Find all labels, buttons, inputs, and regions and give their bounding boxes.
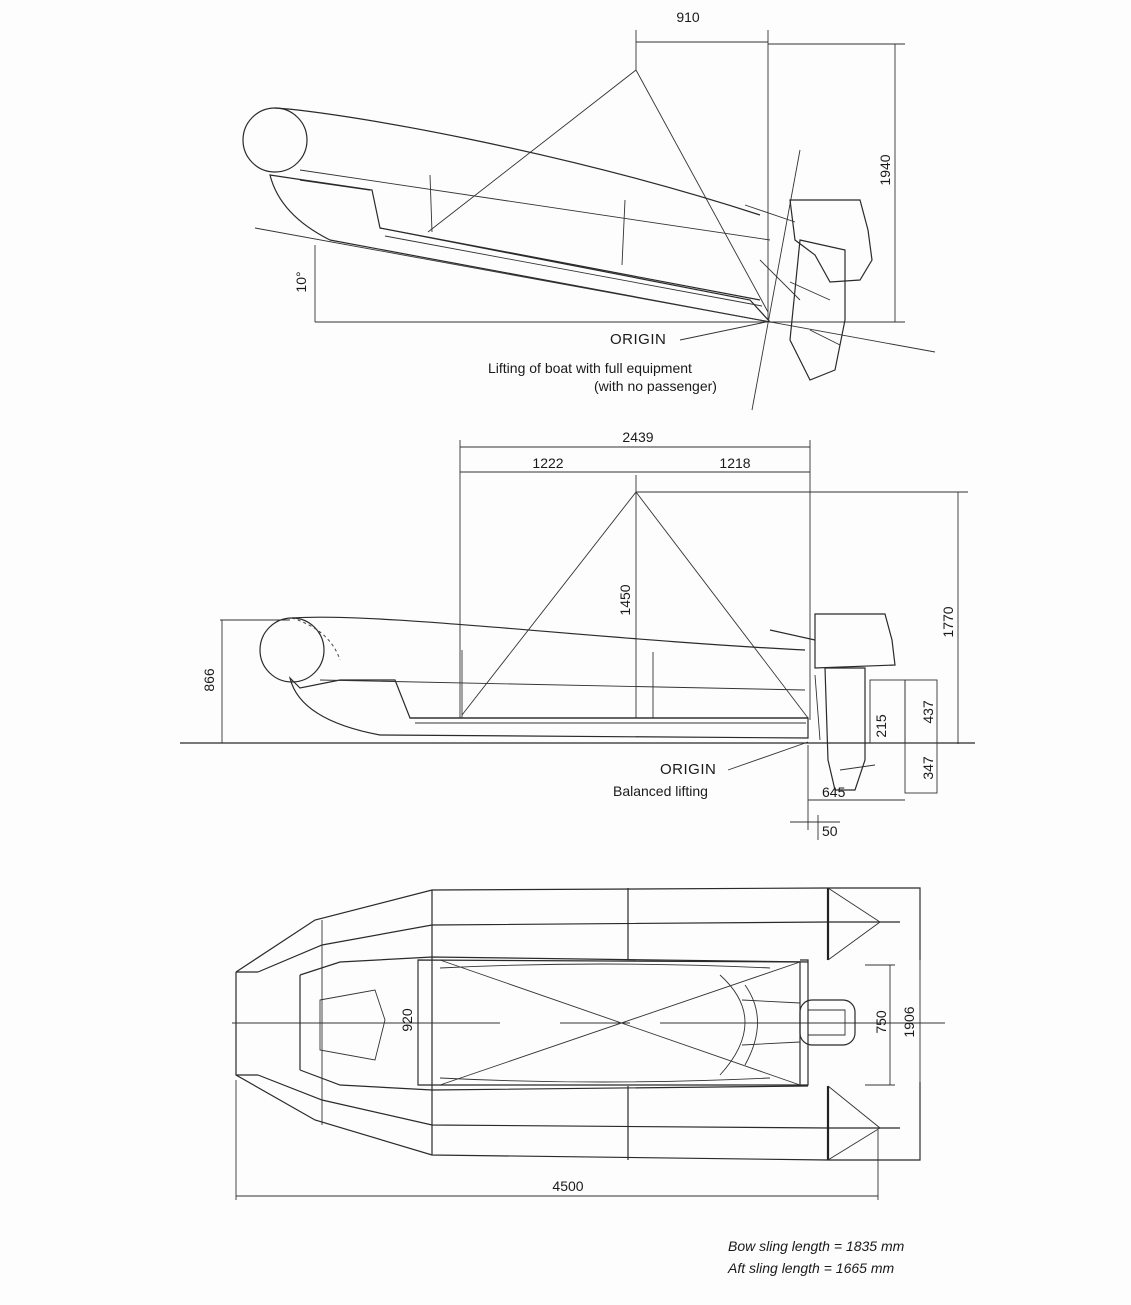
balanced-lifting-view: 2439 1222 1218 1450 1770 866 [180, 429, 975, 840]
origin-label-tilted: ORIGIN [610, 331, 666, 348]
dim-1222: 1222 [532, 455, 563, 471]
dim-1450: 1450 [617, 584, 633, 615]
dim-920: 920 [399, 1008, 415, 1032]
dim-1218: 1218 [719, 455, 750, 471]
tilted-lifting-view: 910 1940 10° ORIGIN L [242, 9, 936, 411]
dim-1770: 1770 [940, 606, 956, 637]
dim-1906: 1906 [901, 1006, 917, 1037]
dim-645: 645 [822, 784, 846, 800]
dim-1940: 1940 [877, 154, 893, 185]
dim-347: 347 [920, 756, 936, 780]
dim-910: 910 [676, 9, 700, 25]
bow-sling-note: Bow sling length = 1835 mm [728, 1238, 905, 1254]
dim-437: 437 [920, 700, 936, 724]
dim-2439: 2439 [622, 429, 653, 445]
aft-sling-note: Aft sling length = 1665 mm [728, 1260, 895, 1276]
dim-50: 50 [822, 823, 838, 839]
dim-215: 215 [873, 714, 889, 738]
caption-tilted-1: Lifting of boat with full equipment [488, 360, 692, 376]
outboard-motor-balanced [769, 613, 896, 791]
dim-4500: 4500 [552, 1178, 583, 1194]
outboard-motor-plan [741, 959, 856, 1086]
angle-10: 10° [293, 271, 309, 292]
caption-balanced: Balanced lifting [613, 783, 708, 799]
origin-label-balanced: ORIGIN [660, 761, 716, 778]
caption-tilted-2: (with no passenger) [594, 378, 717, 394]
dim-866: 866 [201, 668, 217, 692]
plan-view: 920 750 1906 4500 [232, 887, 945, 1200]
outboard-motor-tilted [744, 199, 873, 381]
dim-750: 750 [873, 1010, 889, 1034]
